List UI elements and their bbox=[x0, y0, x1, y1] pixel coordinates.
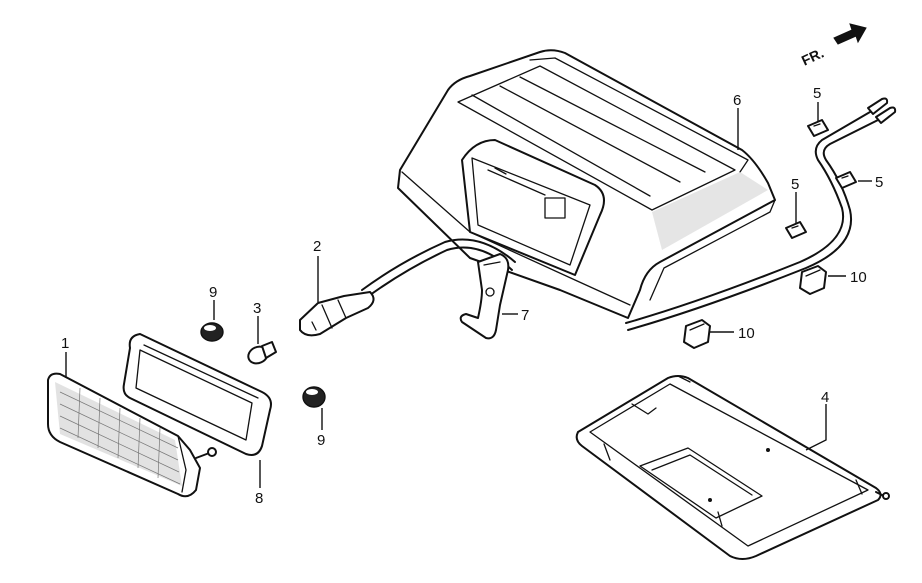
callout-9-upper: 9 bbox=[209, 284, 217, 301]
callout-9-lower: 9 bbox=[317, 432, 325, 449]
leader-lines bbox=[65, 102, 872, 488]
bulb bbox=[247, 341, 277, 365]
callout-1: 1 bbox=[61, 335, 69, 352]
callout-8: 8 bbox=[255, 490, 263, 507]
rear-lens bbox=[47, 372, 217, 498]
callout-4: 4 bbox=[821, 389, 829, 406]
grommet-lower bbox=[302, 386, 326, 408]
front-arrow-icon bbox=[833, 23, 867, 45]
front-direction-label: FR. bbox=[799, 45, 826, 69]
housing-cover bbox=[397, 49, 776, 319]
callout-10-upper: 10 bbox=[850, 269, 867, 286]
callout-labels: 1 2 3 4 5 5 5 6 7 8 9 9 10 10 bbox=[61, 85, 883, 507]
lens-gasket bbox=[122, 333, 272, 456]
callout-10-lower: 10 bbox=[738, 325, 755, 342]
callout-3: 3 bbox=[253, 300, 261, 317]
callout-5-right: 5 bbox=[875, 174, 883, 191]
callout-5-middle: 5 bbox=[791, 176, 799, 193]
bulb-socket bbox=[299, 291, 375, 337]
base-plate bbox=[575, 375, 890, 560]
holder-lower bbox=[683, 319, 711, 349]
bracket bbox=[459, 253, 510, 340]
wire-harness bbox=[361, 97, 897, 331]
clip-upper bbox=[807, 119, 829, 137]
callout-6: 6 bbox=[733, 92, 741, 109]
callout-5-upper: 5 bbox=[813, 85, 821, 102]
holder-upper bbox=[799, 265, 827, 295]
callout-7: 7 bbox=[521, 307, 529, 324]
clip-middle bbox=[785, 221, 807, 239]
clip-right bbox=[835, 171, 857, 189]
grommet-upper bbox=[200, 322, 224, 342]
front-direction-indicator: FR. bbox=[799, 23, 867, 69]
callout-2: 2 bbox=[313, 238, 321, 255]
